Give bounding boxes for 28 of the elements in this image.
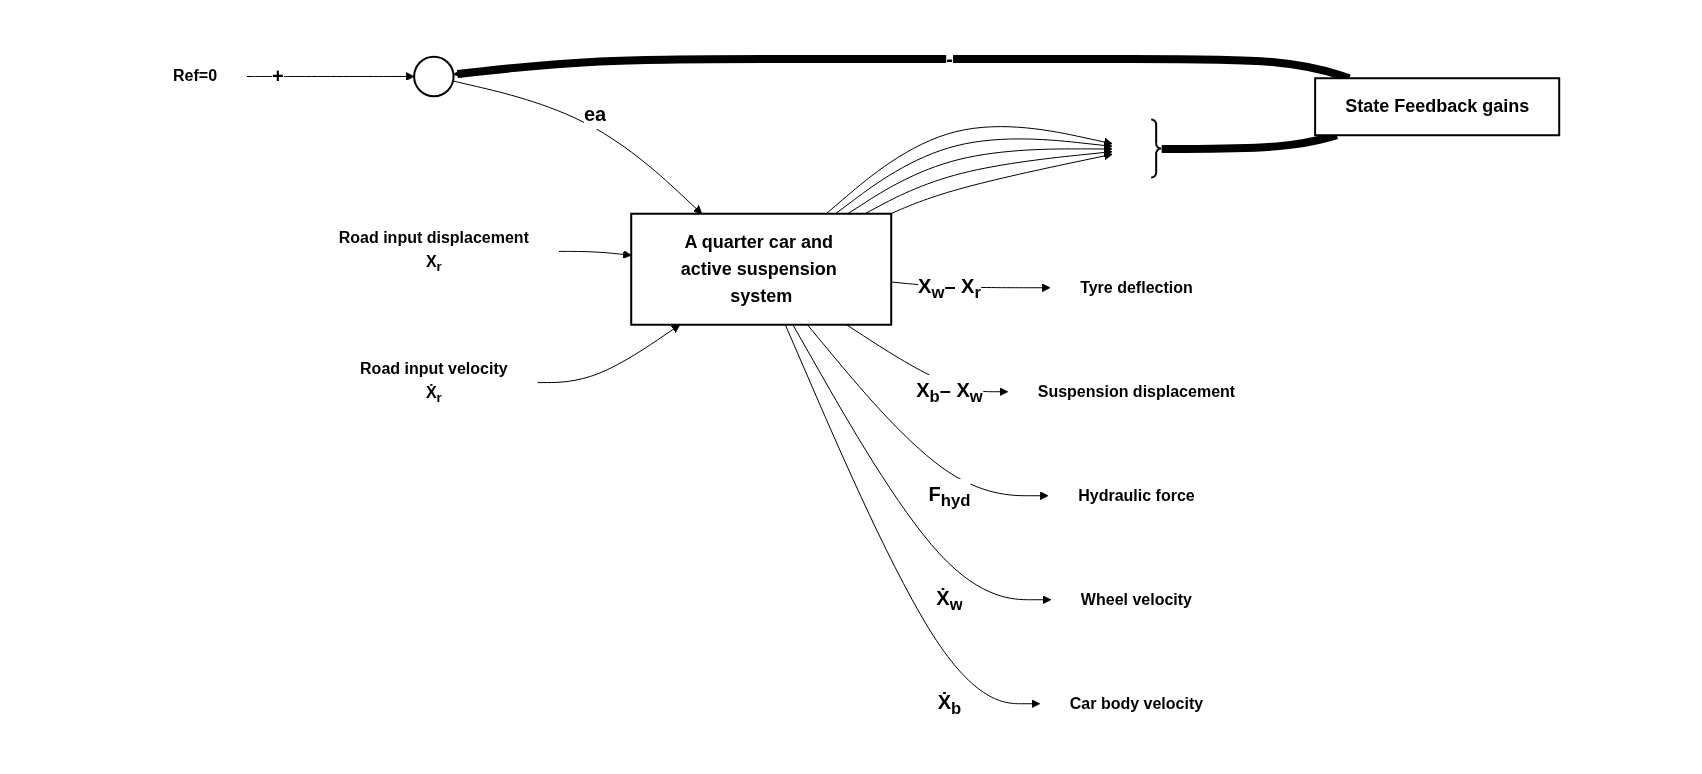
node-text: Wheel velocity — [1080, 590, 1192, 608]
node-box: State Feedback gains — [1314, 76, 1561, 136]
node-label: X$_{r}$ — [425, 252, 442, 274]
edge-label: X$_{w}$– X$_{r}$ — [917, 274, 981, 302]
arrow — [890, 151, 1113, 214]
edge-label: ea — [583, 102, 607, 125]
node-text: Hydraulic force — [1078, 486, 1195, 504]
edge-label: + — [271, 65, 284, 88]
node-label: Ẋ$_{r}$ — [425, 383, 442, 405]
node-text: Suspension displacement — [1037, 382, 1236, 400]
node-box: A quarter car and active suspension system — [630, 212, 893, 326]
arrow — [537, 323, 681, 383]
node-text: Car body velocity — [1069, 694, 1204, 712]
node-text: Tyre deflection — [1080, 278, 1193, 296]
arrow — [825, 125, 1113, 214]
node-text: Road input velocity — [359, 359, 508, 377]
edge-label: F$_{hyd}$ — [928, 482, 971, 510]
node-circle — [413, 55, 455, 97]
edge-label: - — [946, 47, 953, 70]
node-text: Road input displacement — [338, 228, 529, 246]
node-text: Ref=0 — [172, 67, 217, 85]
edge-label: Ẋ$_{w}$ — [936, 586, 963, 614]
edge-label: Ẋ$_{b}$ — [937, 690, 962, 718]
arrow — [558, 249, 632, 259]
arrow — [246, 71, 415, 81]
node-bracket — [1150, 118, 1163, 179]
arrow — [452, 80, 703, 214]
edge-label: X$_{b}$– X$_{w}$ — [916, 378, 983, 406]
